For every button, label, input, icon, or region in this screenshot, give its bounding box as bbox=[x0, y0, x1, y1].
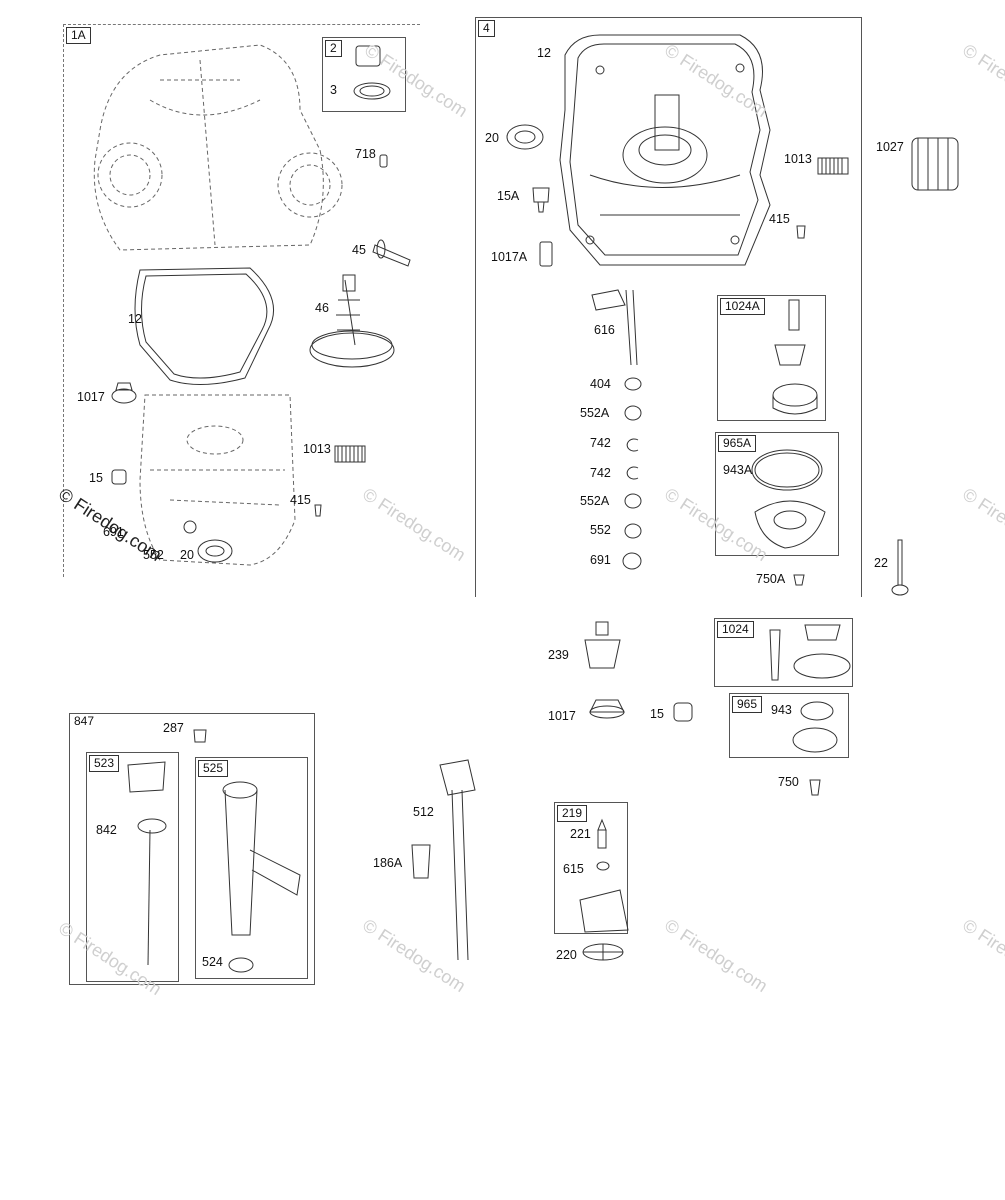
label-943A: 943A bbox=[723, 463, 753, 477]
label-45: 45 bbox=[352, 243, 366, 257]
engine-block-drawing bbox=[93, 44, 343, 566]
group-965A-box: 965A bbox=[715, 432, 839, 556]
label-415-right: 415 bbox=[769, 212, 790, 226]
group-523-box: 523 bbox=[86, 752, 179, 982]
label-1013-left: 1013 bbox=[303, 442, 331, 456]
label-404: 404 bbox=[590, 377, 611, 391]
label-742-2: 742 bbox=[590, 466, 611, 480]
crankcase-cover-drawing bbox=[559, 34, 771, 266]
label-1013-right: 1013 bbox=[784, 152, 812, 166]
label-616: 616 bbox=[594, 323, 615, 337]
label-3: 3 bbox=[330, 83, 337, 97]
group-847-tag: 847 bbox=[70, 714, 99, 729]
label-691-right: 691 bbox=[590, 553, 611, 567]
group-2-tag: 2 bbox=[325, 40, 342, 57]
label-615: 615 bbox=[563, 862, 584, 876]
label-718: 718 bbox=[355, 147, 376, 161]
group-219-box: 219 bbox=[554, 802, 628, 934]
label-46: 46 bbox=[315, 301, 329, 315]
label-552-left: 552 bbox=[143, 548, 164, 562]
group-847-box: 847 bbox=[69, 713, 315, 985]
label-186A: 186A bbox=[373, 856, 403, 870]
group-4-box: 4 bbox=[475, 17, 862, 597]
group-965-box: 965 bbox=[729, 693, 849, 758]
group-4-tag: 4 bbox=[478, 20, 495, 37]
group-1024-box: 1024 bbox=[714, 618, 853, 687]
group-965A-tag: 965A bbox=[718, 435, 757, 452]
group-219-tag: 219 bbox=[557, 805, 588, 822]
group-523-tag: 523 bbox=[89, 755, 120, 772]
group-965-tag: 965 bbox=[732, 696, 763, 713]
label-552A-1: 552A bbox=[580, 406, 610, 420]
label-750A: 750A bbox=[756, 572, 786, 586]
group-2-box: 2 bbox=[322, 37, 406, 112]
label-1017-right: 1017 bbox=[548, 709, 576, 723]
label-20-right: 20 bbox=[485, 131, 499, 145]
group-525-box: 525 bbox=[195, 757, 308, 979]
label-1017A: 1017A bbox=[491, 250, 528, 264]
group-1024A-tag: 1024A bbox=[720, 298, 765, 315]
label-220: 220 bbox=[556, 948, 577, 962]
label-943: 943 bbox=[771, 703, 792, 717]
label-742-1: 742 bbox=[590, 436, 611, 450]
label-691-left: 691 bbox=[103, 525, 124, 539]
group-1A-tag: 1A bbox=[66, 27, 91, 44]
label-1017-left: 1017 bbox=[77, 390, 105, 404]
label-15-right: 15 bbox=[650, 707, 664, 721]
group-1024A-box: 1024A bbox=[717, 295, 826, 421]
label-750: 750 bbox=[778, 775, 799, 789]
group-525-tag: 525 bbox=[198, 760, 229, 777]
label-842: 842 bbox=[96, 823, 117, 837]
label-20-left: 20 bbox=[180, 548, 194, 562]
group-1024-tag: 1024 bbox=[717, 621, 754, 638]
group-1A-box: 1A bbox=[63, 24, 420, 577]
label-12-right: 12 bbox=[537, 46, 551, 60]
label-15A: 15A bbox=[497, 189, 520, 203]
label-12-left: 12 bbox=[128, 312, 142, 326]
label-524: 524 bbox=[202, 955, 223, 969]
label-552A-2: 552A bbox=[580, 494, 610, 508]
label-552-right: 552 bbox=[590, 523, 611, 537]
label-512: 512 bbox=[413, 805, 434, 819]
label-22: 22 bbox=[874, 556, 888, 570]
label-287: 287 bbox=[163, 721, 184, 735]
label-415-left: 415 bbox=[290, 493, 311, 507]
label-239: 239 bbox=[548, 648, 569, 662]
label-221: 221 bbox=[570, 827, 591, 841]
label-1027: 1027 bbox=[876, 140, 904, 154]
label-15-left: 15 bbox=[89, 471, 103, 485]
